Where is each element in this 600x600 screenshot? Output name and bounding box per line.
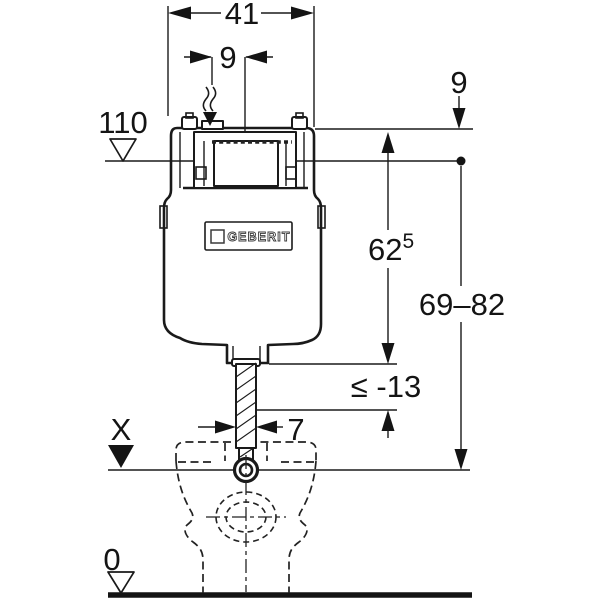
dim-tank-height-value: 625: [368, 230, 414, 267]
toilet-bowl-outline: [175, 441, 317, 593]
level-marker-110: 110: [98, 105, 148, 162]
marker-x-value: X: [111, 412, 132, 447]
water-inlet: [201, 120, 224, 130]
brand-square-icon: [210, 229, 225, 244]
side-clip-right: [317, 205, 326, 229]
marker-zero-value: 0: [103, 542, 120, 577]
dim-supply-offset-9: 9: [184, 40, 273, 132]
pipe-hatching: [235, 362, 257, 443]
dim-install-range-69-82: 69–82: [419, 156, 505, 470]
dim-cover-offset-9: 9: [450, 65, 468, 129]
dim-width-41: 41: [167, 0, 315, 127]
mounting-tab-right: [291, 116, 308, 130]
dim-width-value: 41: [225, 0, 259, 31]
marker-zero: 0: [103, 542, 135, 594]
dim-supply-offset-value: 9: [219, 40, 236, 75]
brand-plate: GEBERIT: [204, 221, 293, 251]
dim-pipe-value: 7: [287, 412, 304, 447]
dim-shorten-value: ≤ -13: [351, 369, 421, 404]
water-supply-arrow-icon: [202, 86, 217, 126]
cistern-body: GEBERIT: [159, 112, 326, 365]
frame-clip-left: [195, 166, 207, 180]
mounting-tab-left: [181, 116, 198, 130]
dim-cover-offset-value: 9: [450, 65, 467, 100]
brand-label: GEBERIT: [227, 230, 290, 244]
level-marker-value: 110: [98, 105, 147, 140]
dim-tank-height-62-5: 625: [269, 132, 414, 365]
frame-clip-right: [285, 166, 297, 180]
dim-pipe-7: 7: [198, 412, 305, 447]
marker-x: X: [108, 412, 134, 468]
dim-shorten-13: ≤ -13: [257, 369, 421, 438]
dim-anchor-dot: [456, 156, 466, 166]
side-clip-left: [159, 205, 168, 229]
dim-install-range-value: 69–82: [419, 287, 505, 322]
flush-pipe: [231, 358, 261, 484]
access-box: [183, 131, 308, 190]
